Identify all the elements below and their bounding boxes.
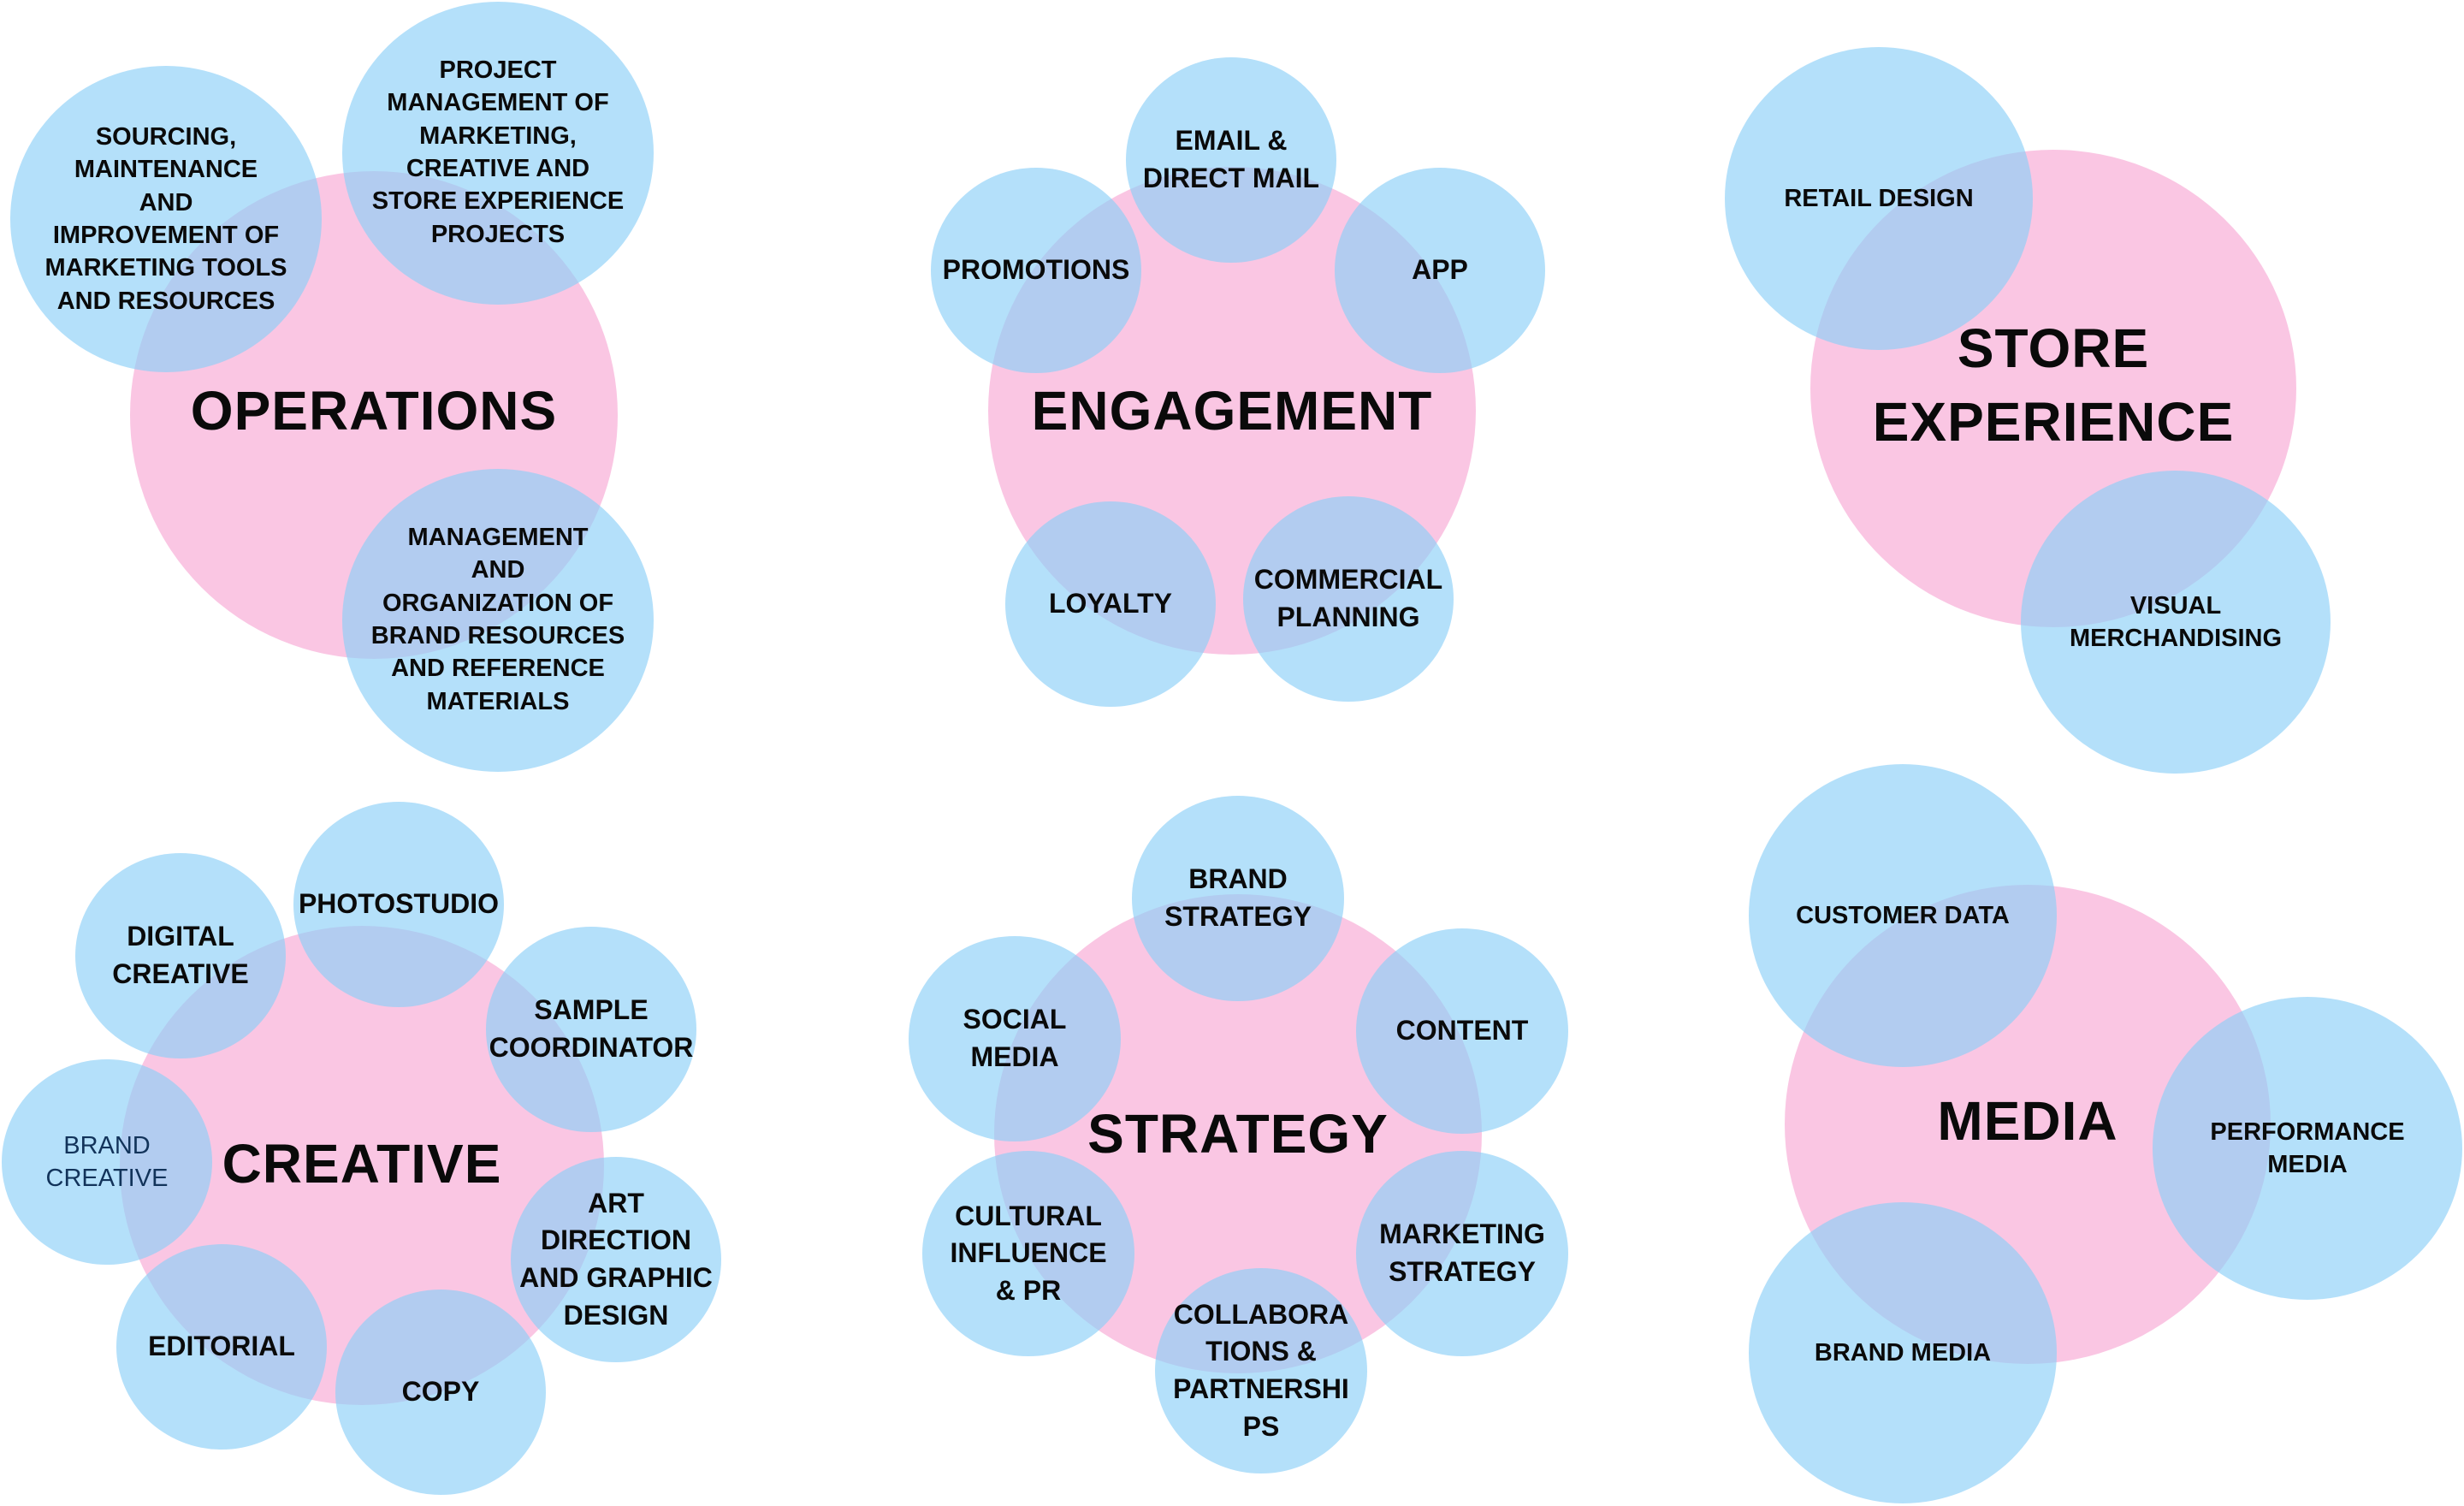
engagement-sub-circle-commercial-planning xyxy=(1243,496,1454,702)
engagement-sub-circle-loyalty xyxy=(1005,501,1216,707)
creative-sub-circle-editorial xyxy=(116,1244,327,1450)
strategy-sub-circle-social-media xyxy=(909,936,1121,1141)
operations-sub-circle-project-management xyxy=(342,2,654,305)
strategy-sub-circle-collaborations xyxy=(1155,1268,1367,1473)
store-experience-sub-circle-retail-design xyxy=(1725,47,2033,350)
store-experience-sub-circle-visual-merchandising xyxy=(2021,471,2331,774)
creative-sub-circle-sample-coordinator xyxy=(486,927,696,1132)
creative-sub-circle-copy xyxy=(335,1290,546,1495)
strategy-sub-circle-cultural-influence xyxy=(922,1151,1134,1356)
strategy-sub-circle-brand-strategy xyxy=(1132,796,1344,1001)
strategy-sub-circle-content xyxy=(1356,928,1568,1134)
media-sub-circle-brand-media xyxy=(1749,1202,2057,1503)
media-sub-circle-performance-media xyxy=(2153,997,2462,1300)
creative-sub-circle-photostudio xyxy=(293,802,504,1007)
creative-sub-circle-digital-creative xyxy=(75,853,286,1058)
engagement-sub-circle-email xyxy=(1126,57,1336,263)
engagement-sub-circle-app xyxy=(1335,168,1545,373)
operations-sub-circle-brand-resources xyxy=(342,469,654,772)
media-sub-circle-customer-data xyxy=(1749,764,2057,1067)
strategy-sub-circle-marketing-strategy xyxy=(1356,1151,1568,1356)
creative-sub-circle-brand-creative xyxy=(2,1059,212,1265)
creative-sub-circle-art-direction xyxy=(511,1157,721,1362)
operations-sub-circle-sourcing xyxy=(10,66,322,372)
engagement-sub-circle-promotions xyxy=(931,168,1141,373)
